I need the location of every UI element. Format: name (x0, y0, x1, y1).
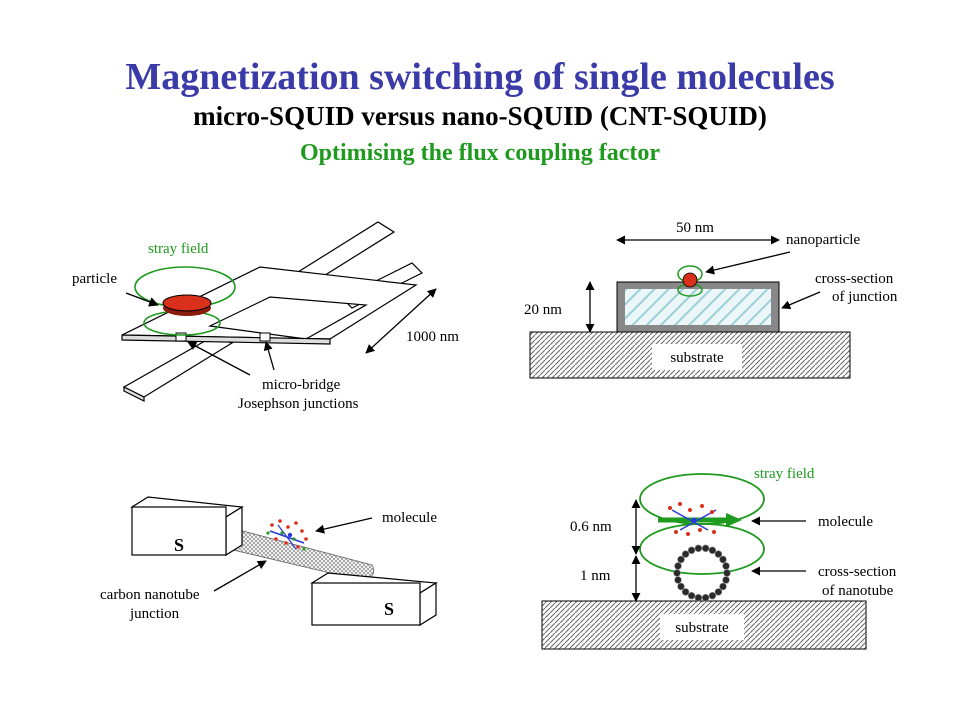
nanotube-atom (687, 546, 696, 555)
label-substrate: substrate (670, 350, 724, 366)
label-molecule: molecule (818, 514, 873, 530)
nanotube-atom (694, 594, 703, 602)
nanotube-atom (719, 555, 727, 564)
nanotube-atom (674, 576, 682, 584)
arrow-section (781, 291, 821, 310)
particle (162, 294, 212, 312)
label-stray-field: stray field (754, 466, 815, 482)
label-bridge-1: micro-bridge (262, 377, 341, 393)
nanotube-atom (719, 582, 727, 591)
nanotube-atom (708, 546, 717, 555)
nanotube-atom (681, 588, 690, 596)
label-section-1: cross-section (818, 564, 897, 580)
nanotube-atom (674, 562, 682, 570)
label-radius: 1 nm (580, 568, 611, 584)
nanotube-ring (673, 544, 731, 602)
label-width: 50 nm (676, 220, 714, 236)
nanotube-atom (694, 544, 703, 553)
label-section-2: of nanotube (822, 583, 894, 599)
label-cnt-1: carbon nanotube (100, 587, 200, 603)
junction-section-diagram: substrate 50 nm 20 nm nanoparticle cross… (524, 220, 898, 379)
arrow-bridge-right (263, 341, 275, 371)
cnt-squid-diagram: S S molecule carbon nanotube junction (100, 496, 438, 627)
lead-right (311, 582, 421, 626)
label-substrate: substrate (675, 620, 729, 636)
nanotube-atom (722, 562, 730, 570)
nanotube-atom (708, 592, 717, 600)
nanotube-atom (687, 592, 696, 600)
arrow-particle (125, 292, 159, 307)
nanotube-atom (673, 569, 681, 577)
nanotube-section-diagram: substrate stray field 0.6 nm 1 nm molecu… (541, 466, 897, 650)
lead-left (131, 506, 227, 556)
nanotube-atom (701, 544, 710, 553)
label-bridge-2: Josephson junctions (238, 396, 359, 412)
label-nanoparticle: nanoparticle (786, 232, 860, 248)
arrow-bridge-left (187, 341, 251, 376)
label-lead-left: S (174, 535, 184, 555)
label-cnt-2: junction (129, 606, 180, 622)
label-lead-right: S (384, 599, 394, 619)
nanotube-atom (714, 588, 723, 596)
nanotube-atom (701, 594, 710, 602)
nanotube-atom (714, 550, 723, 558)
dimension-arrow (365, 288, 437, 354)
nanotube-atom (723, 569, 731, 577)
nanotube-atom (677, 555, 685, 564)
page-subtitle: micro-SQUID versus nano-SQUID (CNT-SQUID… (193, 101, 767, 131)
stray-field-upper (639, 473, 765, 525)
nanotube-atom (681, 550, 690, 558)
label-gap: 0.6 nm (570, 519, 612, 535)
label-section-2: of junction (832, 289, 898, 305)
junction-right (259, 332, 271, 342)
label-molecule: molecule (382, 510, 437, 526)
nanotube-atom (677, 582, 685, 591)
page-title: Magnetization switching of single molecu… (125, 56, 835, 98)
junction-left (175, 332, 187, 342)
label-height: 20 nm (524, 302, 562, 318)
label-section-1: cross-section (815, 271, 894, 287)
nanoparticle (682, 272, 698, 288)
arrow-nanoparticle (705, 251, 791, 275)
arrow-cnt (213, 560, 267, 592)
label-dimension: 1000 nm (406, 329, 459, 345)
arrow-molecule (315, 517, 373, 534)
nanotube-atom (722, 576, 730, 584)
micro-squid-diagram: stray field particle 1000 nm micro-bridg… (72, 221, 459, 412)
wire-bottom (122, 336, 234, 398)
label-particle: particle (72, 271, 117, 287)
molecule (658, 502, 742, 536)
page-tagline: Optimising the flux coupling factor (299, 140, 660, 166)
molecule (266, 519, 308, 551)
label-stray-field: stray field (148, 241, 209, 257)
